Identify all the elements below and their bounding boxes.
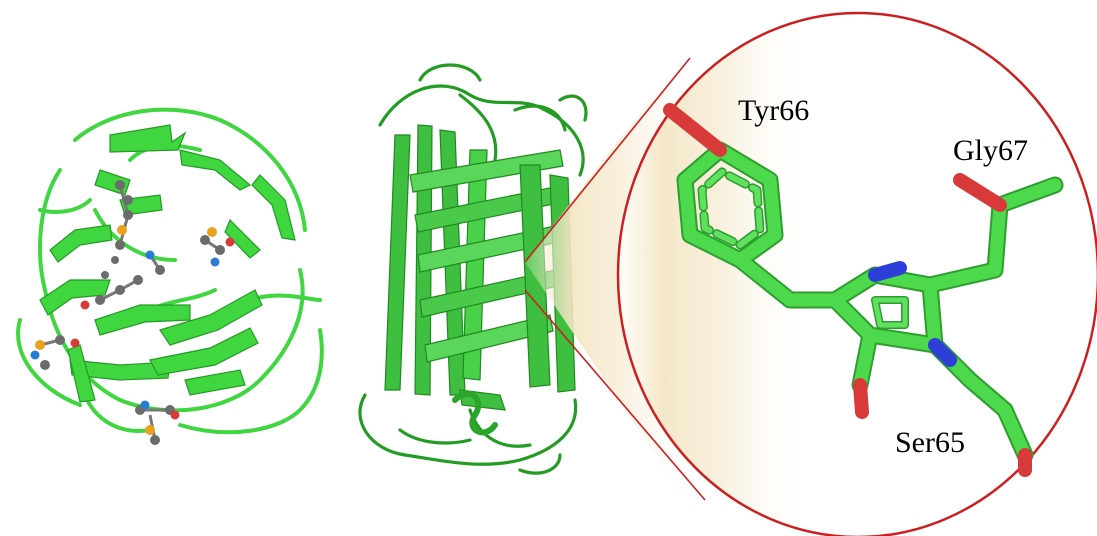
ball-stick-residues (30, 180, 235, 445)
zoom-line-bottom (524, 289, 706, 501)
barrel-side-helix (452, 390, 498, 436)
barrel-side-loops (358, 63, 588, 475)
chromophore-sticks (663, 103, 1064, 477)
barrel-top-sheets (39, 124, 296, 403)
label-tyr66: Tyr66 (738, 94, 809, 127)
zoom-line-top (524, 57, 691, 263)
label-ser65: Ser65 (895, 426, 965, 459)
label-gly67: Gly67 (953, 134, 1028, 167)
barrel-top-view (16, 107, 324, 435)
